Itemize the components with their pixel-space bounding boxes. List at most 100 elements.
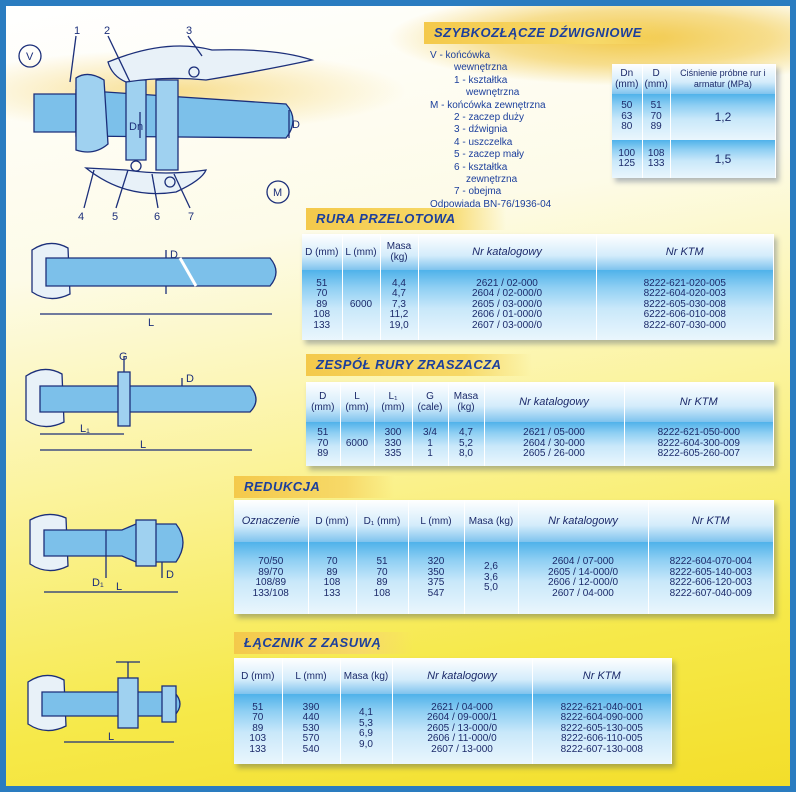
- cell-value: 2605 / 13-000/0: [426, 722, 498, 734]
- col-dn: Dn (mm): [612, 64, 643, 94]
- cell-value: 70: [326, 556, 338, 567]
- cell-value: 89: [317, 448, 329, 460]
- cell-value: 2607 / 13-000: [431, 743, 493, 755]
- cell-value: 375: [427, 577, 445, 588]
- cell-value: 19,0: [389, 319, 409, 331]
- lacznik-drawing: L: [27, 661, 181, 743]
- cell-dn: 50 63 80: [612, 94, 643, 140]
- redukcja-drawing: D₁ D L: [29, 513, 184, 593]
- col-oznaczenie: Oznaczenie: [234, 500, 309, 542]
- col-nr-ktm: Nr KTM: [596, 234, 774, 270]
- zespol-label-d: D: [186, 373, 194, 385]
- coupler-table: Dn (mm) D (mm) Ciśnienie próbne rur i ar…: [612, 64, 777, 178]
- cell-pressure: 1,5: [670, 140, 777, 178]
- cell-value: 570: [302, 733, 320, 745]
- lacznik-table: D (mm) L (mm) Masa (kg) Nr katalogowy Nr…: [234, 658, 672, 764]
- cell-value: 2604 / 09-000/1: [426, 712, 498, 724]
- redukcja-table: Oznaczenie D (mm) D₁ (mm) L (mm) Masa (k…: [234, 500, 774, 614]
- cell-value: 1: [427, 448, 433, 460]
- table-row: 50 63 80 51 70 89 1,2: [612, 94, 777, 140]
- label-d: D: [292, 119, 300, 131]
- cell-value: 8222-607-030-000: [643, 319, 726, 331]
- col-l: L (mm): [408, 500, 465, 542]
- cell-value: 108/89: [255, 577, 287, 588]
- cell-value: 70: [317, 437, 329, 449]
- col-d: D (mm): [308, 500, 357, 542]
- col-nr-ktm: Nr KTM: [648, 500, 774, 542]
- cell-value: 390: [302, 701, 320, 713]
- cell-value: 9,0: [359, 738, 373, 750]
- zespol-label-g: G: [119, 351, 128, 363]
- legend-item: zewnętrzna: [466, 174, 518, 186]
- rura-title: RURA PRZELOTOWA: [306, 208, 506, 230]
- cell-value: 133/108: [252, 587, 289, 599]
- cell-value: 4,4: [392, 277, 406, 289]
- cell-value: 133: [313, 319, 331, 331]
- cell-value: 2605 / 26-000: [523, 448, 585, 460]
- cell-value: 51: [317, 427, 329, 439]
- label-5: 5: [112, 211, 118, 223]
- legend-item: M - końcówka zewnętrzna: [430, 99, 546, 111]
- cell-value: 8222-604-300-009: [657, 437, 740, 449]
- cell-value: 8222-606-120-003: [669, 577, 752, 588]
- col-nr-ktm: Nr KTM: [532, 658, 672, 694]
- cell-value: 2606 / 01-000/0: [471, 309, 543, 321]
- col-d1: D₁ (mm): [356, 500, 409, 542]
- cell-value: 8222-621-050-000: [657, 427, 740, 439]
- col-masa: Masa (kg): [448, 382, 485, 422]
- col-nr-katalogowy: Nr katalogowy: [392, 658, 533, 694]
- lacznik-label-l: L: [108, 731, 114, 743]
- legend-item: 7 - obejma: [454, 186, 502, 198]
- cell-value: 3,6: [484, 571, 498, 583]
- col-masa: Masa (kg): [464, 500, 519, 542]
- cell-value: 335: [384, 448, 402, 460]
- legend-item: V - końcówka: [430, 50, 491, 61]
- cell-value: 51: [316, 277, 328, 289]
- cell-value: 8222-604-070-004: [669, 556, 752, 567]
- label-1: 1: [74, 25, 80, 37]
- cell-value: 5,2: [459, 437, 473, 449]
- col-nr-katalogowy: Nr katalogowy: [484, 382, 625, 422]
- legend-item: 2 - zaczep duży: [454, 112, 525, 124]
- cell-value: 6222-606-010-008: [643, 309, 726, 321]
- label-dn: Dn: [129, 121, 143, 133]
- cell-value: 8,0: [459, 448, 473, 460]
- cell-value: 540: [302, 743, 320, 755]
- cell-value: 2607 / 03-000/0: [471, 319, 543, 331]
- cell-value: 4,7: [459, 427, 473, 439]
- legend-item: 5 - zaczep mały: [454, 149, 525, 161]
- cell-value: 8222-605-130-005: [560, 722, 643, 734]
- cell-value: 2621 / 04-000: [431, 701, 493, 713]
- col-l1: L₁ (mm): [374, 382, 413, 422]
- cell-value: 7,3: [392, 298, 406, 310]
- col-nr-ktm: Nr KTM: [624, 382, 774, 422]
- cell-value: 2,6: [484, 561, 498, 573]
- cell-l: 6000: [342, 270, 381, 340]
- legend-item: 1 - kształtka: [454, 74, 508, 86]
- cell-value: 2621 / 02-000: [476, 277, 538, 289]
- cell-value: 89: [326, 566, 338, 578]
- lacznik-title: ŁĄCZNIK Z ZASUWĄ: [234, 632, 414, 654]
- cell-value: 4,7: [392, 288, 406, 300]
- label-6: 6: [154, 211, 160, 223]
- col-d: D (mm): [642, 64, 671, 94]
- cell-value: 320: [427, 556, 445, 567]
- cell-value: 8222-604-020-003: [643, 288, 726, 300]
- legend-item: wewnętrzna: [454, 62, 508, 74]
- cell-value: 2606 / 12-000/0: [547, 577, 619, 588]
- cell-value: 89/70: [258, 566, 284, 578]
- cell-value: 103: [249, 733, 267, 745]
- col-d: D (mm): [306, 382, 341, 422]
- rura-table: D (mm) L (mm) Masa (kg) Nr katalogowy Nr…: [302, 234, 774, 340]
- coupler-title: SZYBKOZŁĄCZE DŹWIGNIOWE: [424, 22, 664, 44]
- col-nr-katalogowy: Nr katalogowy: [418, 234, 597, 270]
- cell-value: 8222-605-260-007: [657, 448, 740, 460]
- zespol-label-l1: L₁: [80, 423, 90, 435]
